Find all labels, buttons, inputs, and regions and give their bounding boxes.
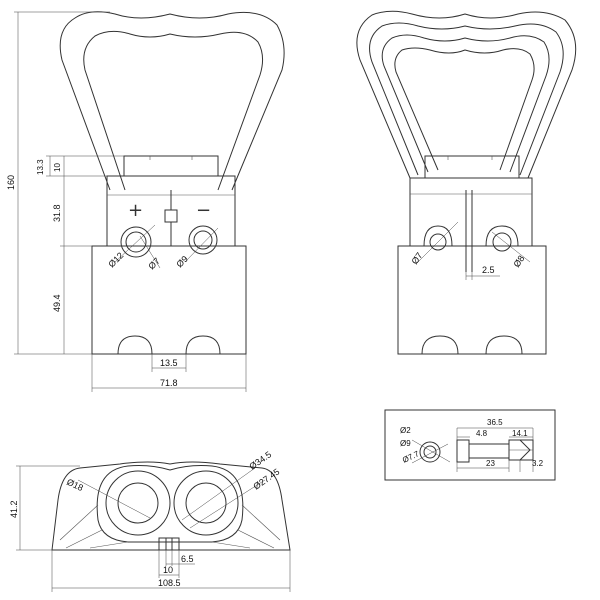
bottom-outline bbox=[51, 461, 291, 551]
side-hole-left bbox=[429, 233, 447, 251]
dia-7-7-label: Ø7.7 bbox=[401, 449, 421, 465]
contact-detail-frame bbox=[384, 409, 556, 481]
dim-13-3-label: 13.3 bbox=[36, 159, 45, 175]
dim-13-5-label: 13.5 bbox=[160, 358, 178, 368]
contact-detail: Ø2 Ø9 Ø7.7 36.5 4.8 14.1 23 3.2 bbox=[384, 409, 556, 481]
dim-10-label: 10 bbox=[53, 163, 62, 172]
contact-circle bbox=[419, 441, 441, 463]
dim-3-2-label: 3.2 bbox=[532, 459, 544, 468]
side-dia-7-label: Ø7 bbox=[409, 251, 424, 267]
dim-6-5-label: 6.5 bbox=[181, 554, 194, 564]
dim-71-8-label: 71.8 bbox=[160, 378, 178, 388]
minus-symbol: − bbox=[196, 200, 211, 221]
dim-4-8-label: 4.8 bbox=[476, 429, 488, 438]
front-handle-inner bbox=[83, 30, 264, 191]
side-dia-8-label: Ø8 bbox=[511, 254, 526, 270]
plus-symbol: + bbox=[128, 200, 143, 221]
dim-36-5-label: 36.5 bbox=[487, 418, 503, 427]
bore-right-outer bbox=[173, 470, 239, 536]
side-view: 2.5 Ø7 Ø8 bbox=[356, 10, 577, 355]
dim-23-label: 23 bbox=[486, 459, 495, 468]
side-lower-body bbox=[397, 245, 547, 355]
contact-hole-left bbox=[120, 226, 152, 258]
dia-18-label: Ø18 bbox=[65, 477, 85, 493]
side-hole-right bbox=[492, 232, 512, 252]
dim-41-2-label: 41.2 bbox=[9, 500, 19, 518]
dim-108-5-label: 108.5 bbox=[158, 578, 181, 588]
dim-2-5-label: 2.5 bbox=[482, 265, 495, 275]
bottom-view: 41.2 Ø18 Ø34.5 Ø27.45 6.5 10 108.5 bbox=[9, 449, 291, 592]
dia-7-label: Ø7 bbox=[146, 256, 162, 272]
dim-49-4-label: 49.4 bbox=[52, 294, 62, 312]
front-view: + − 160 13.3 10 31 bbox=[6, 11, 285, 392]
bottom-dim-10-label: 10 bbox=[163, 565, 173, 575]
dim-160-label: 160 bbox=[6, 175, 16, 190]
dia-27-45-label: Ø27.45 bbox=[251, 467, 281, 492]
side-handle-outer bbox=[356, 10, 577, 179]
bore-left-outer bbox=[105, 470, 171, 536]
dia-9-label: Ø9 bbox=[174, 254, 190, 270]
contact-hole-right bbox=[188, 225, 218, 255]
dim-14-1-label: 14.1 bbox=[512, 429, 528, 438]
front-neck bbox=[123, 155, 219, 177]
side-mid-body bbox=[409, 177, 533, 247]
front-handle-outer bbox=[59, 11, 285, 191]
detail-dia-9-label: Ø9 bbox=[400, 439, 411, 448]
dia-2-label: Ø2 bbox=[400, 426, 411, 435]
dim-31-8-label: 31.8 bbox=[52, 204, 62, 222]
dia-12-label: Ø12 bbox=[106, 250, 125, 269]
